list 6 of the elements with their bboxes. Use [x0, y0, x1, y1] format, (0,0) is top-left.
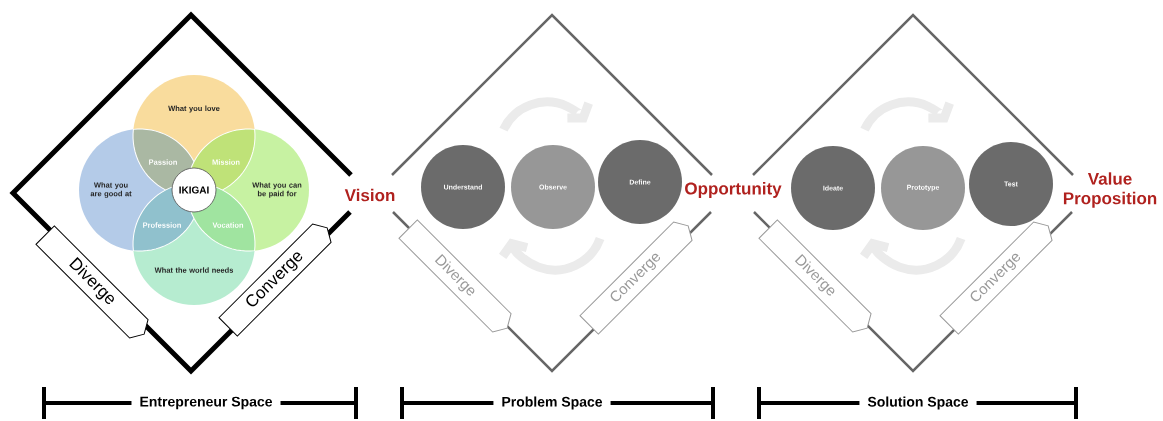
milestone-label: Vision	[344, 188, 395, 202]
space-label: Problem Space	[493, 394, 611, 412]
milestone-label: Value Proposition	[1063, 172, 1157, 208]
space-label: Solution Space	[859, 394, 977, 412]
space-label: Entrepreneur Space	[131, 394, 281, 412]
milestone-label: Opportunity	[685, 182, 782, 198]
